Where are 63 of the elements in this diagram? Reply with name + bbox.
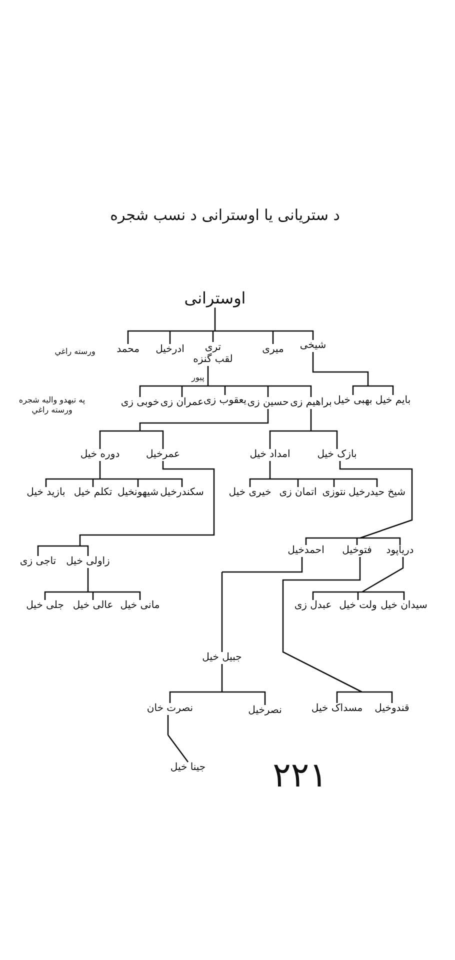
name-text: عمران زی [159, 397, 205, 409]
name-text: بایم خیل [374, 395, 412, 407]
tree-connector [169, 663, 266, 706]
name-text: تکلم خیل [72, 487, 114, 499]
note-text: ورسته راغي [54, 347, 96, 357]
name-text: اتمان زی [278, 487, 318, 499]
tree-connector [37, 460, 215, 557]
page-number: ۲۲۱ [272, 756, 328, 796]
name-text: فتوخیل [341, 545, 373, 557]
name-text: شیهونخیل [116, 487, 160, 499]
name-text: عالی خیل [72, 600, 114, 612]
name-text: خیری خیل [228, 487, 272, 499]
name-text: ولت خیل [338, 600, 378, 612]
name-text: میری [261, 344, 285, 356]
name-text: نتوزی [321, 487, 347, 499]
tree-connector [282, 556, 393, 704]
name-text: جینا خیل [169, 762, 207, 774]
name-text: محمد [116, 344, 140, 356]
name-text: شیخ حیدرخیل [347, 487, 407, 499]
name-text: اوسترانی [183, 288, 247, 308]
name-text: مسداک خیل [310, 703, 364, 715]
tree-connector [44, 567, 141, 601]
tree-connector [167, 714, 189, 763]
name-text: عبدل زی [293, 600, 333, 612]
name-text: تری [204, 342, 222, 353]
tree-connector [127, 306, 314, 345]
name-text: جبیل خیل [201, 652, 243, 664]
title-text: د ستریانی یا اوسترانی د نسب شجره [109, 206, 341, 224]
tree-connector [99, 408, 269, 450]
name-text: سکندرخیل [159, 487, 205, 499]
name-text: سیدان خیل [380, 600, 428, 612]
tree-connector [139, 365, 312, 398]
tree-connector [221, 556, 303, 653]
name-text: احمدخیل [286, 545, 326, 557]
note-text: په تیهدو والیه شجره ورسته راغي [18, 395, 86, 415]
name-text: دریاپود [385, 545, 415, 557]
name-text: ادرخیل [154, 344, 186, 356]
name-text: خوبی زی [120, 397, 160, 409]
tree-connector [45, 460, 183, 488]
tree-connector [312, 351, 394, 396]
tree-connector [305, 460, 413, 546]
name-text: بازک خیل [316, 449, 358, 461]
name-text: تاجی زی [18, 556, 58, 568]
name-text: یعقوب زی [202, 395, 248, 407]
name-text: دوره خیل [79, 449, 121, 461]
name-text: قندوخیل [374, 703, 410, 715]
tree-connector [269, 408, 338, 450]
note-text: پیور [190, 373, 206, 383]
name-text: مانی خیل [119, 600, 161, 612]
tree-connector [312, 556, 405, 601]
name-text: لقب گنزه [193, 354, 233, 366]
name-text: نصرت خان [146, 703, 194, 715]
name-text: شیخی [298, 340, 328, 352]
name-text: بهبی خیل [332, 395, 374, 407]
name-text: حسین زی [246, 397, 290, 409]
name-text: عمرخیل [144, 449, 182, 461]
name-text: امداد خیل [248, 449, 292, 461]
name-text: جلی خیل [25, 600, 65, 612]
name-text: براهیم زی [289, 397, 333, 409]
name-text: بازید خیل [26, 487, 66, 499]
name-text: نصرخیل [247, 705, 283, 717]
tree-connector [249, 460, 378, 488]
name-text: زاولی خیل [65, 556, 111, 568]
